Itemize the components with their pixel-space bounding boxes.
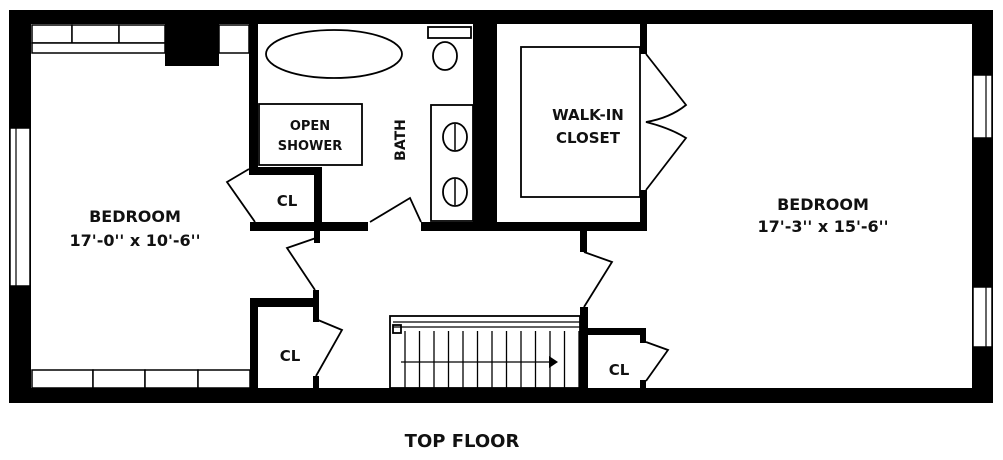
- walk-in-closet-label-1: WALK-IN: [552, 106, 624, 124]
- closet-upper-label: CL: [277, 192, 298, 210]
- floor-title: TOP FLOOR: [405, 431, 520, 452]
- bedroom-left-dimensions: 17'-0'' x 10'-6'': [70, 231, 201, 250]
- toilet-bowl-icon: [432, 41, 458, 71]
- shower-outline: [258, 103, 363, 166]
- vanity-outline: [430, 104, 474, 222]
- toilet-tank-icon: [427, 26, 472, 39]
- bathtub-icon: [265, 29, 403, 79]
- sink-icon: [442, 122, 468, 152]
- walk-in-closet-label-2: CLOSET: [556, 129, 621, 147]
- bedroom-right-label: BEDROOM: [777, 195, 869, 214]
- arrow-head-icon: [549, 356, 558, 368]
- staircase: [389, 315, 581, 389]
- open-shower-label-2: SHOWER: [278, 139, 343, 154]
- bath-label: BATH: [393, 119, 409, 161]
- interior-walls: [249, 24, 647, 388]
- bedroom-left-label: BEDROOM: [89, 207, 181, 226]
- chimney: [165, 24, 219, 66]
- windows: [9, 24, 993, 389]
- sink-icon: [442, 177, 468, 207]
- bedroom-right-dimensions: 17'-3'' x 15'-6'': [758, 217, 889, 236]
- closet-lower-left-label: CL: [280, 347, 301, 365]
- closet-shelf: [520, 46, 641, 198]
- open-shower-label-1: OPEN: [290, 119, 330, 134]
- closet-lower-right-label: CL: [609, 361, 630, 379]
- bath-fixtures: [258, 26, 474, 222]
- door-swings: [225, 53, 688, 382]
